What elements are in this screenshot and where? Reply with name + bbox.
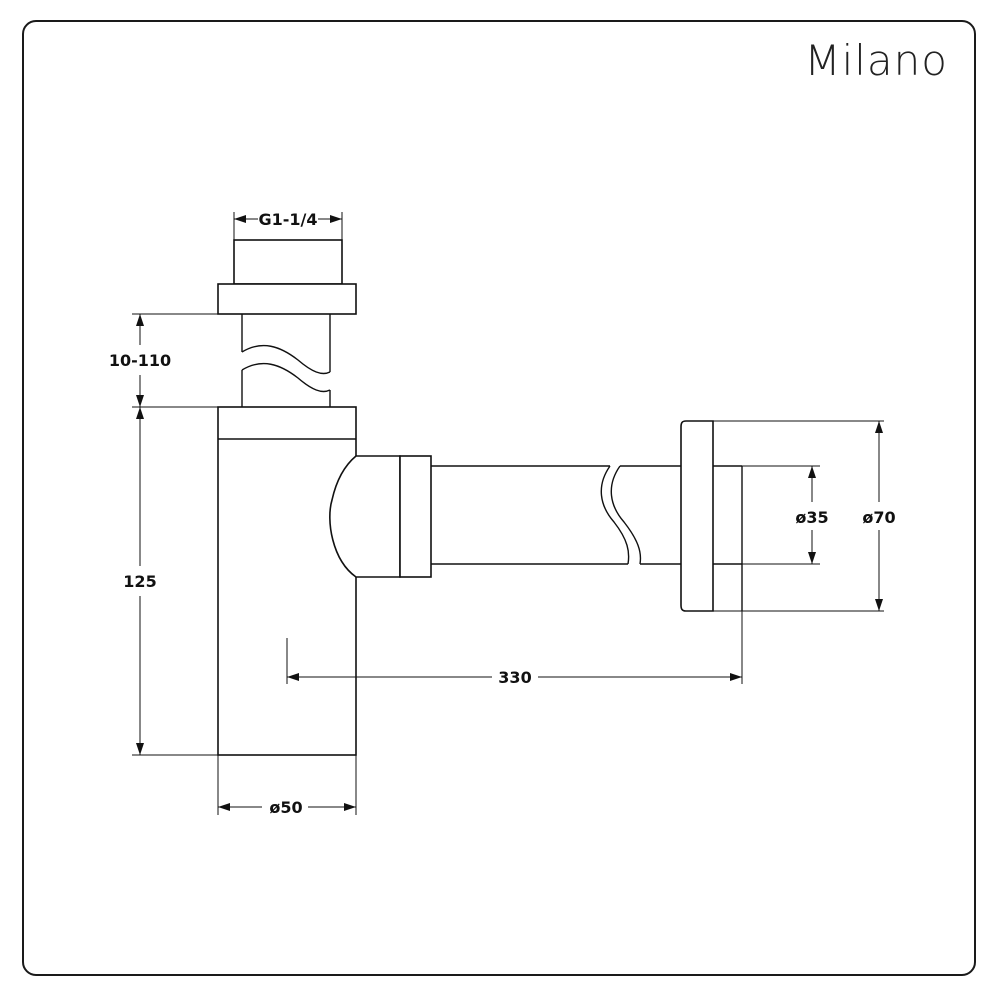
body-height-label: 125 — [123, 572, 156, 591]
dim-pipe-diameter — [742, 465, 820, 565]
siphon-body — [217, 406, 357, 756]
brand-logo: Milano — [804, 36, 948, 85]
extension-label: 10-110 — [109, 351, 171, 370]
flange-diameter-label: ø70 — [862, 508, 895, 527]
side-nut — [399, 455, 432, 578]
extension-tube — [241, 314, 331, 407]
dim-body-diameter — [217, 755, 357, 815]
dim-body-height — [132, 407, 218, 756]
outlet-length-label: 330 — [498, 668, 531, 687]
dim-outlet-length — [286, 611, 743, 684]
dim-extension — [132, 313, 218, 408]
thread-pipe — [233, 239, 343, 285]
outlet-pipe — [431, 465, 681, 565]
thread-label: G1-1/4 — [258, 210, 317, 229]
dim-thread — [233, 212, 343, 240]
top-nut — [217, 283, 357, 315]
pipe-diameter-label: ø35 — [795, 508, 828, 527]
drawing-frame — [22, 20, 976, 976]
elbow-connector — [329, 455, 401, 578]
wall-flange — [680, 420, 714, 612]
dim-flange-diameter — [713, 420, 884, 612]
body-diameter-label: ø50 — [269, 798, 302, 817]
